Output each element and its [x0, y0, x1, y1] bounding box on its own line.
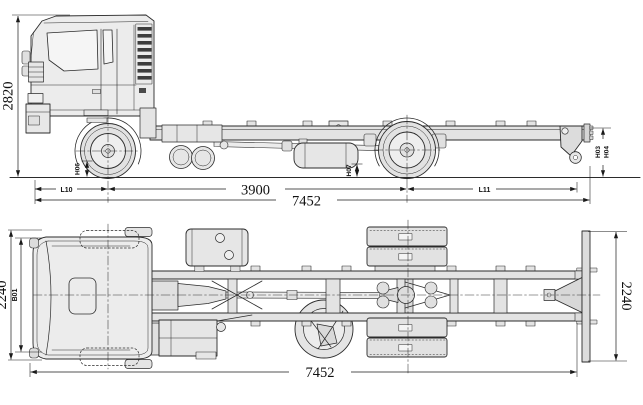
top-centerlines: [32, 219, 601, 375]
dim-wheelbase: 3900: [241, 183, 270, 199]
dim-rear-overhang: L11: [479, 187, 491, 194]
top-dim-gaps: [289, 364, 351, 380]
top-dim-labels: 2240 B01 2240 7452: [0, 281, 634, 382]
fuel-tank-side: [293, 138, 359, 169]
dim-rear-width-right: 2240: [618, 282, 634, 311]
dim-rear-end-height-top: H03: [595, 146, 602, 158]
side-window: [46, 29, 99, 72]
dim-front-frame-height: H06: [75, 163, 82, 175]
mirror-top: [124, 227, 153, 237]
cab-top: [29, 227, 153, 369]
rear-wheels-top: [366, 226, 448, 358]
air-tanks: [161, 124, 223, 170]
sunroof: [68, 277, 97, 315]
cab-side: [21, 14, 157, 139]
mirror: [21, 50, 31, 65]
dim-overall-length-side: 7452: [292, 194, 321, 210]
side-centerlines: [75, 114, 441, 203]
air-intake-grille: [137, 27, 152, 93]
headlight: [27, 93, 44, 104]
door-window: [102, 29, 114, 65]
suspension-bracket-front: [363, 133, 377, 147]
rear-crossbar-top: [543, 230, 591, 363]
battery-box-top: [146, 314, 253, 360]
top-view: [29, 219, 601, 375]
dim-front-overhang: L10: [60, 187, 72, 194]
dim-cab-width: B01: [12, 288, 19, 301]
chassis-frame-top: [149, 265, 598, 327]
dim-cab-height: 2820: [1, 82, 17, 111]
dim-overall-length-top: 7452: [306, 365, 335, 381]
side-dim-labels: 2820 L10 3900 L11 7452 H06 H07 H03 H04: [1, 82, 611, 210]
spare-wheel-top: [294, 299, 354, 359]
drivetrain-top: [151, 280, 397, 311]
tow-coupling-side: [559, 125, 583, 164]
chassis-frame-side: [149, 120, 594, 143]
side-view: [9, 14, 641, 203]
dim-overall-width-left: 2240: [0, 281, 10, 310]
dim-rear-end-height-bottom: H04: [604, 146, 611, 158]
fuel-tank-top: [185, 228, 249, 272]
mirror-bottom: [124, 359, 153, 369]
side-dim-gaps: [56, 139, 613, 207]
dim-rear-frame-height: H07: [346, 164, 353, 176]
side-skirt: [139, 107, 157, 139]
door-handle: [92, 89, 101, 94]
